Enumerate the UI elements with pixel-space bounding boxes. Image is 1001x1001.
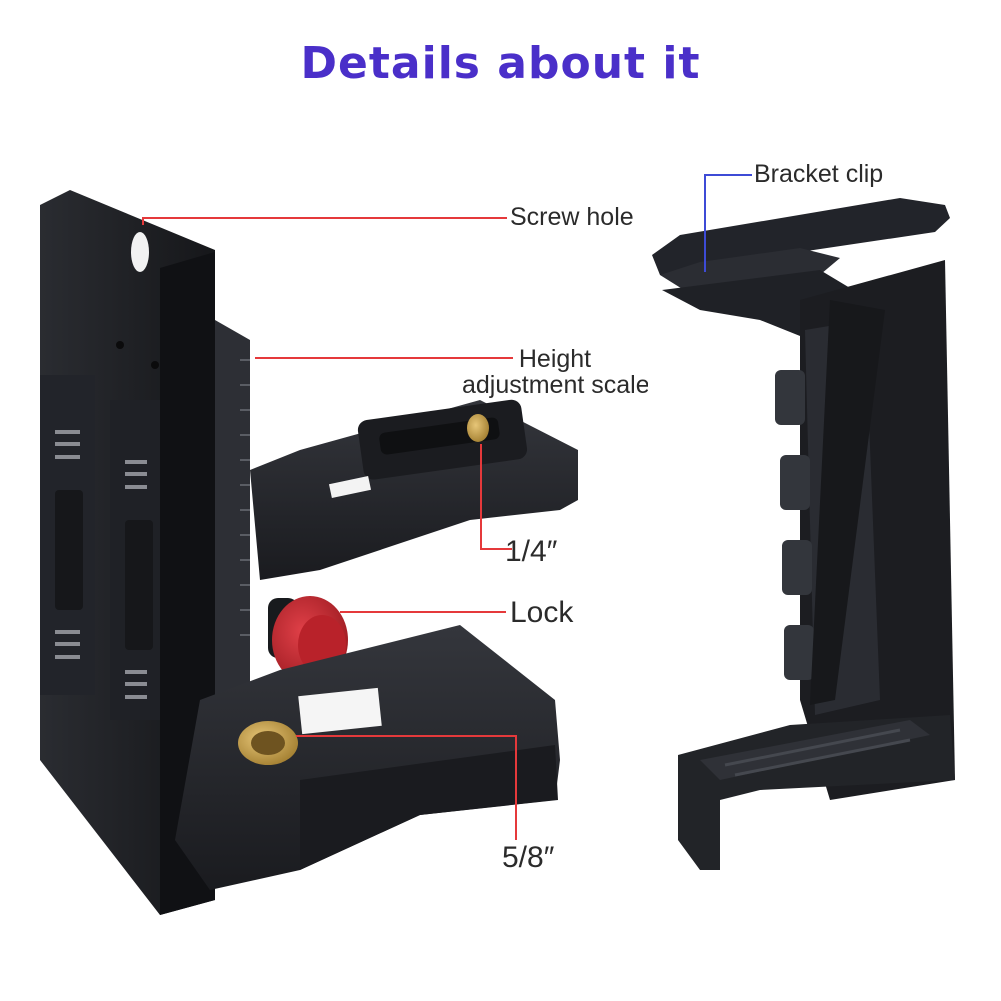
quarter-inch-screw — [467, 414, 489, 442]
screw-hole — [131, 232, 149, 272]
label-height-scale: Height adjustment scale — [462, 346, 648, 399]
bracket-clip — [652, 198, 950, 275]
leader-quarter-inch — [480, 444, 512, 550]
leader-lines — [142, 174, 752, 840]
clip-bracket — [652, 198, 955, 870]
height-scale — [215, 320, 250, 715]
label-height-scale-line1: Height — [518, 346, 592, 373]
label-five-eighths: 5/8″ — [502, 841, 555, 874]
leader-bracket-clip — [704, 174, 752, 272]
lower-jaw — [175, 625, 560, 890]
leader-screw-hole — [142, 217, 507, 225]
label-lock: Lock — [510, 596, 574, 629]
label-bracket-clip: Bracket clip — [754, 160, 884, 188]
label-height-scale-line2: adjustment scale — [462, 371, 648, 399]
l-bracket — [40, 190, 578, 915]
label-quarter-inch: 1/4″ — [505, 535, 558, 568]
label-screw-hole: Screw hole — [510, 203, 634, 231]
page-title: Details about it — [300, 38, 701, 89]
leader-five-eighths — [296, 735, 517, 840]
